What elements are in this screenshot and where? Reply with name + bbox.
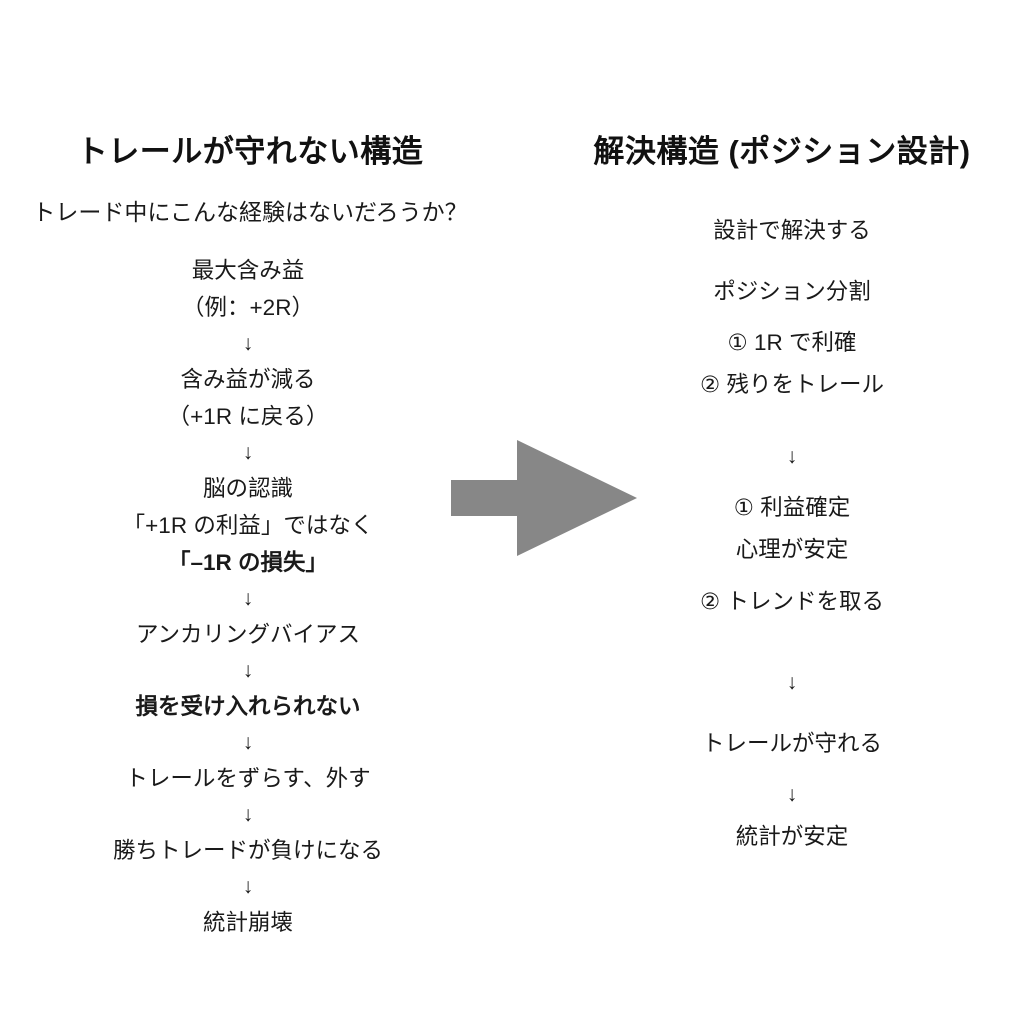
flow-step-label: トレールをずらす、外す	[125, 766, 371, 791]
flow-step-label: 心理が安定	[735, 537, 849, 562]
flow-down-arrow-icon: ↓	[242, 659, 254, 682]
flow-down-arrow-icon: ↓	[242, 731, 254, 754]
flow-step-label: 損を受け入れられない	[135, 694, 361, 719]
flow-down-arrow-icon: ↓	[242, 803, 254, 826]
solution-flow-list: 設計で解決するポジション分割 ① 1R で利確 ② 残りをトレール ↓ ① 利益確定心理…	[550, 200, 1024, 858]
flow-step-label: 脳の認識	[202, 476, 293, 501]
flow-step-label: ① 利益確定	[733, 495, 851, 520]
flow-step-label: 統計が安定	[735, 824, 849, 849]
flow-step-label: ポジション分割	[713, 279, 871, 304]
problem-column-subtitle: トレード中にこんな経験はないだろうか？	[32, 199, 468, 225]
problem-flow-list: 最大含み益 （例：+2R） ↓ 含み益が減る （+1R に戻る） ↓ 脳の認識「+1R の利…	[0, 252, 498, 941]
flow-down-arrow-icon: ↓	[242, 441, 254, 464]
flow-step-label: 「+1R の利益」ではなく	[122, 513, 374, 538]
right-arrow-icon	[451, 436, 637, 560]
flow-down-arrow-icon: ↓	[242, 875, 254, 898]
flow-step-label: （+1R に戻る）	[167, 404, 329, 429]
flow-step-label: ② 残りをトレール	[700, 372, 884, 397]
flow-step-label: アンカリングバイアス	[135, 622, 361, 647]
flow-step-label: （例：+2R）	[182, 295, 314, 320]
problem-column: トレールが守れない構造 トレード中にこんな経験はないだろうか？ 最大含み益 （例：…	[0, 0, 500, 1024]
solution-column-title: 解決構造 (ポジション設計)	[593, 134, 971, 169]
flow-step-label: 設計で解決する	[713, 218, 871, 243]
flow-step-label: 最大含み益	[191, 258, 305, 283]
flow-step-label: 含み益が減る	[180, 367, 316, 392]
solution-column: 解決構造 (ポジション設計) 設計で解決するポジション分割 ① 1R で利確 ② 残…	[540, 0, 1024, 1024]
flow-step-label: 勝ちトレードが負けになる	[112, 838, 383, 863]
flow-down-arrow-icon: ↓	[786, 671, 798, 694]
flow-step-label: トレールが守れる	[701, 731, 882, 756]
flow-down-arrow-icon: ↓	[786, 783, 798, 806]
flow-down-arrow-icon: ↓	[242, 587, 254, 610]
flow-step-label: ② トレンドを取る	[700, 589, 884, 614]
flow-down-arrow-icon: ↓	[786, 445, 798, 468]
problem-column-title: トレールが守れない構造	[76, 134, 424, 169]
flow-down-arrow-icon: ↓	[242, 332, 254, 355]
flow-step-label: 統計崩壊	[202, 910, 293, 935]
flow-step-label: 「–1R の損失」	[167, 550, 329, 575]
flow-step-label: ① 1R で利確	[727, 330, 857, 355]
